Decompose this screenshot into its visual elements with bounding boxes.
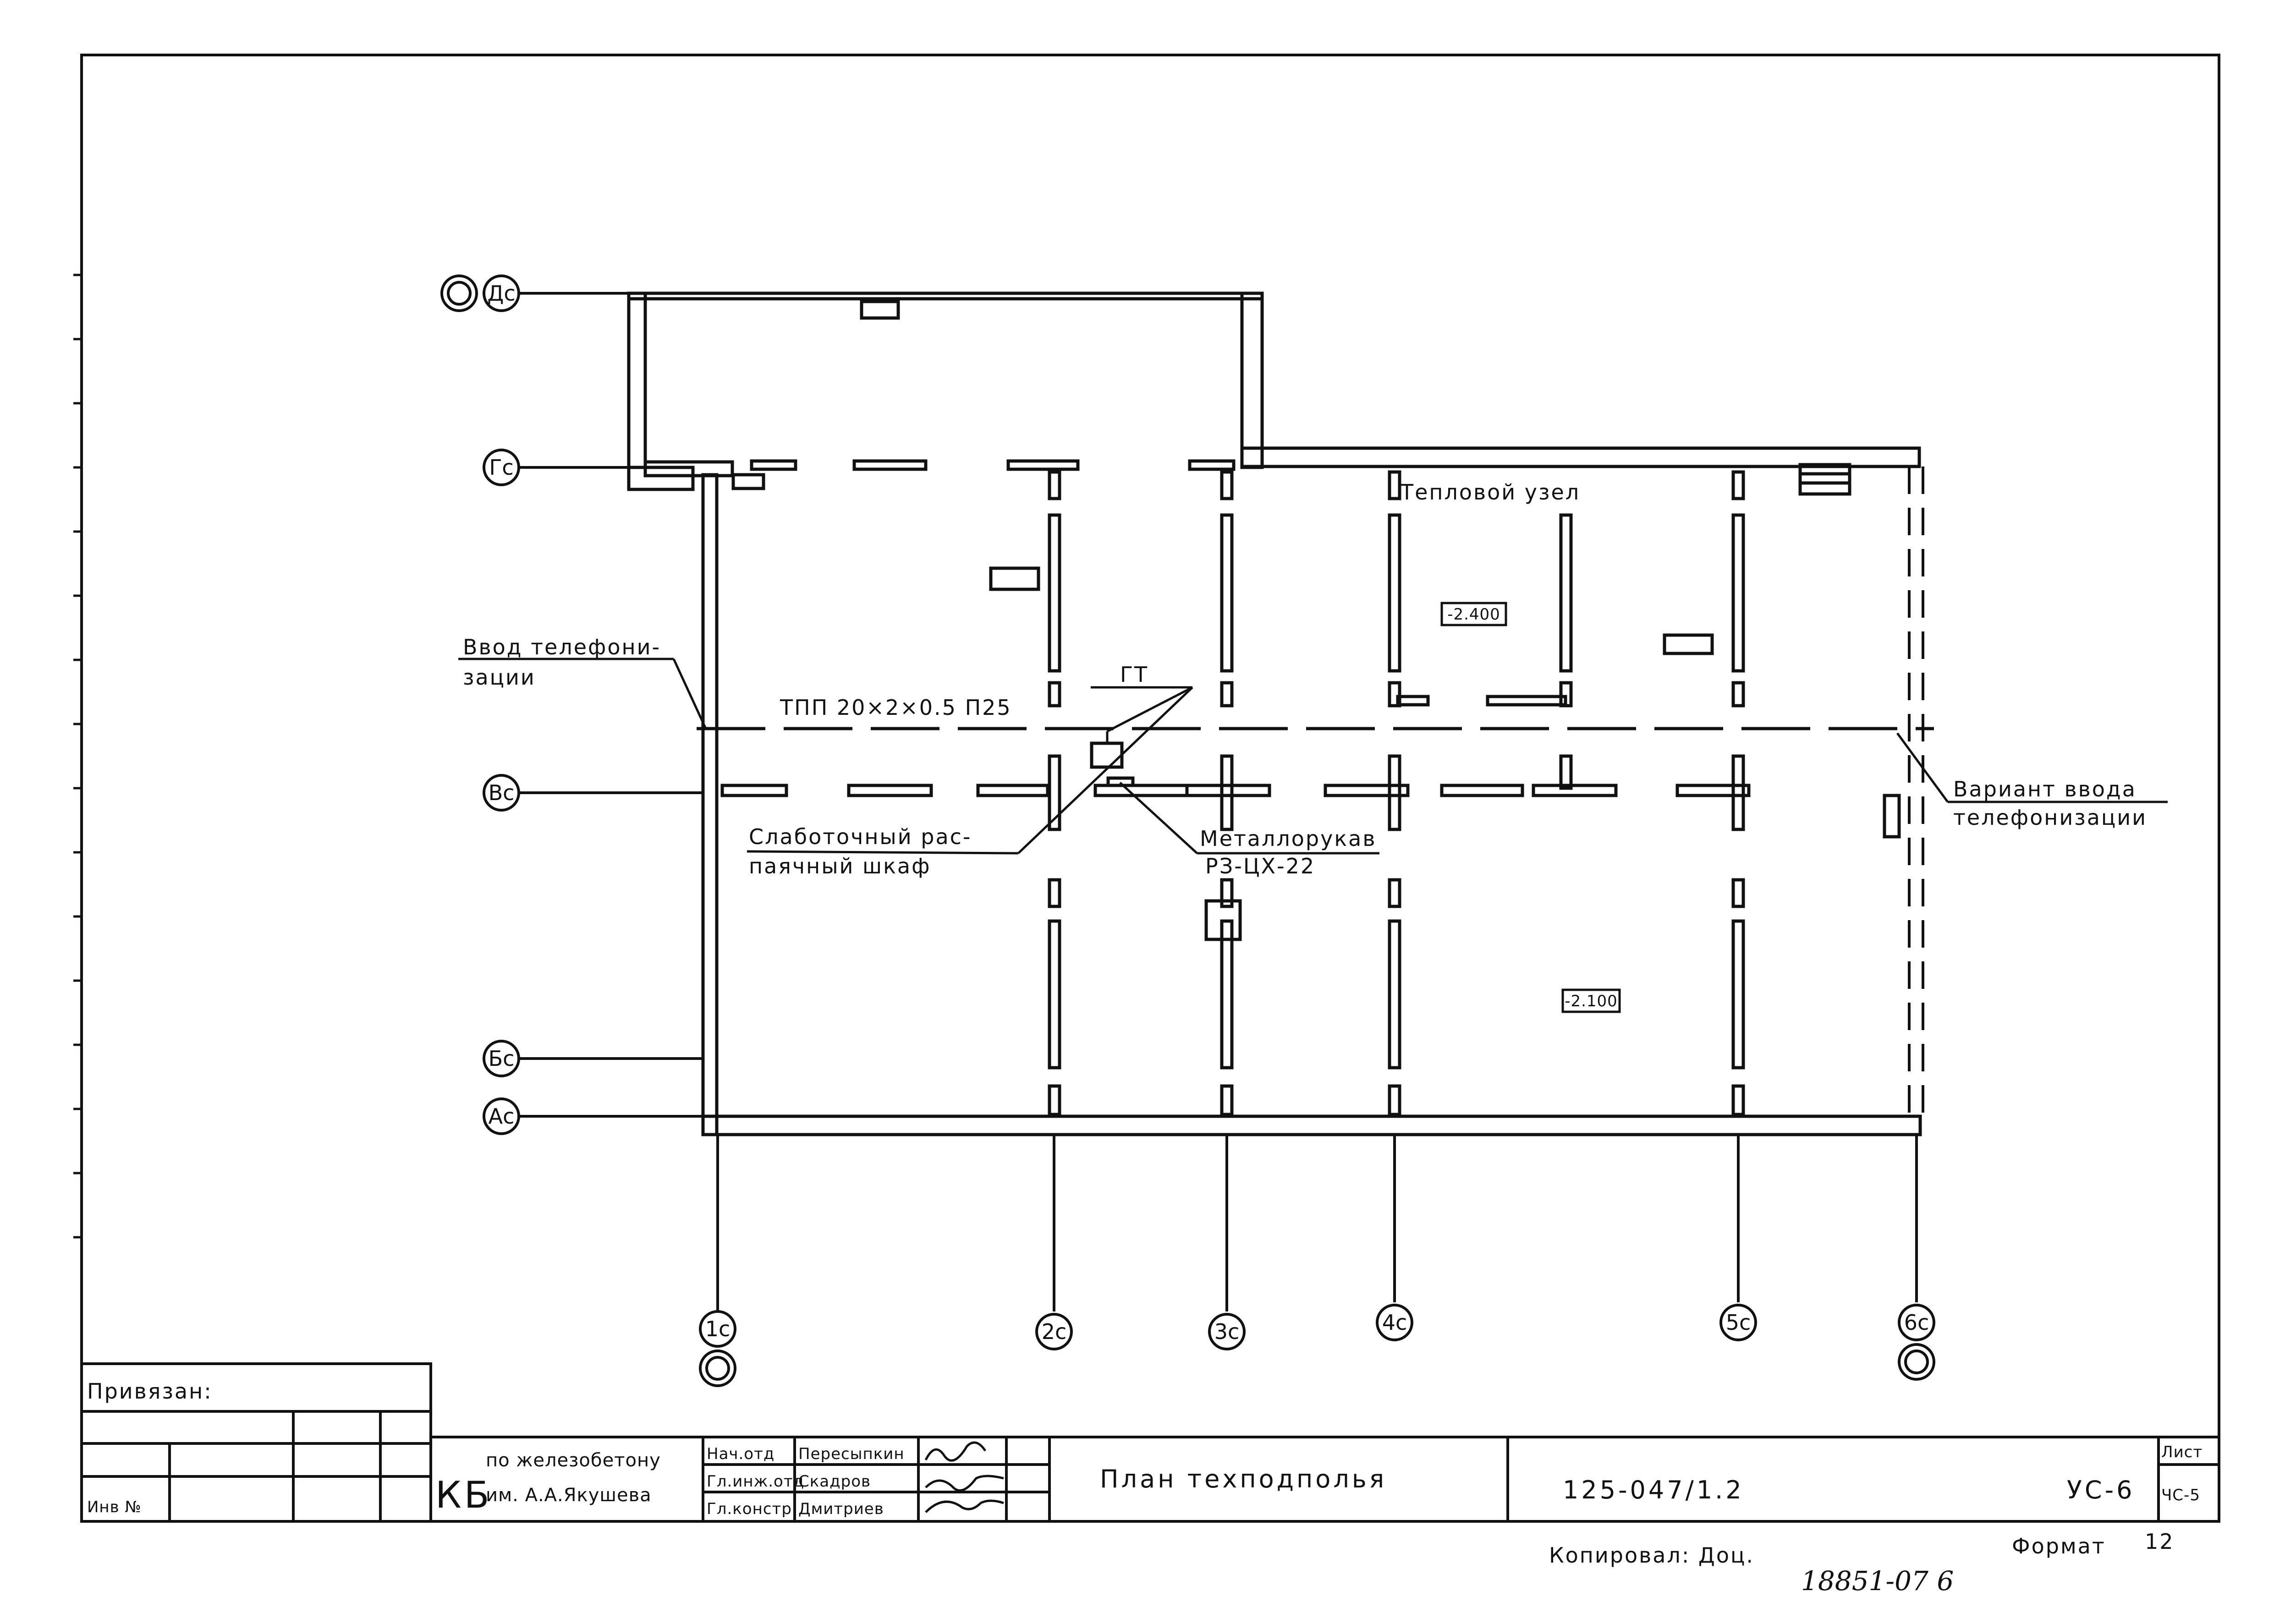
wall-upper-wing-right xyxy=(1240,291,1264,469)
attached-label: Привязан: xyxy=(87,1379,213,1404)
opening-left xyxy=(731,473,765,490)
cabinet-symbol xyxy=(1090,741,1124,769)
wall-short-left xyxy=(627,466,695,491)
sheet-title: План техподполья xyxy=(1100,1465,1387,1493)
name: Дмитриев xyxy=(798,1500,884,1518)
note-phone-entry: Ввод телефони- xyxy=(463,635,661,659)
opening-upper xyxy=(860,300,900,320)
axis-label-row: Дс xyxy=(487,281,515,306)
wall-upper-wing-left xyxy=(627,291,647,469)
level-box-lower xyxy=(1561,988,1621,1013)
format-value: 12 xyxy=(2145,1529,2175,1554)
sheet-number: ЧС-5 xyxy=(2161,1486,2200,1504)
wall-left xyxy=(701,473,719,1136)
note-cabinet: паячный шкаф xyxy=(749,854,931,878)
signatures xyxy=(924,1441,1004,1513)
level-lower: -2.100 xyxy=(1565,992,1618,1010)
archive-number: 18851-07 6 xyxy=(1801,1565,1954,1597)
leaders xyxy=(458,658,2168,855)
format-label: Формат xyxy=(2012,1534,2106,1558)
wall-upper-wing-top xyxy=(627,291,1264,301)
binding-margin-ticks xyxy=(73,274,82,1239)
note-cabinet: Слаботочный рас- xyxy=(749,824,972,849)
axis-labels: Дс Гс Вс Бс Ас 1с 2с 3с 4с 5с 6с xyxy=(487,281,1929,1344)
axis-label-col: 2с xyxy=(1042,1319,1067,1344)
inv-label: Инв № xyxy=(87,1498,142,1516)
axis-label-row: Гс xyxy=(489,455,513,480)
title-block xyxy=(80,1362,2220,1523)
row-axes xyxy=(440,274,703,1135)
axis-label-col: 5с xyxy=(1726,1310,1751,1335)
level-box-upper xyxy=(1440,602,1507,626)
col-axes xyxy=(699,1135,1935,1387)
sheet-code: УС-6 xyxy=(2067,1476,2135,1504)
name: Скадров xyxy=(798,1472,871,1491)
axis-label-col: 1с xyxy=(705,1317,731,1341)
org-line2: им. А.А.Якушева xyxy=(486,1485,652,1506)
level-upper: -2.400 xyxy=(1447,605,1500,624)
heat-node-fixture xyxy=(1798,463,1851,496)
note-alt-entry: телефонизации xyxy=(1953,805,2147,830)
axis-label-col: 6с xyxy=(1904,1310,1929,1335)
wall-bottom xyxy=(701,1114,1922,1136)
note-sleeve: Металлорукав xyxy=(1200,826,1376,851)
note-gt: ГТ xyxy=(1120,662,1148,687)
axis-label-col: 4с xyxy=(1382,1310,1407,1335)
axis-label-col: 3с xyxy=(1214,1319,1240,1344)
project-code: 125-047/1.2 xyxy=(1563,1476,1744,1504)
sheet-frame xyxy=(80,54,2220,1523)
org-line1: по железобетону xyxy=(486,1450,661,1471)
axis-label-row: Ас xyxy=(489,1104,515,1129)
axis-label-row: Бс xyxy=(489,1046,515,1071)
note-cable: ТПП 20×2×0.5 П25 xyxy=(780,695,1012,720)
room-label-heat-node: Тепловой узел xyxy=(1400,480,1580,505)
note-alt-entry: Вариант ввода xyxy=(1953,777,2137,801)
role: Гл.констр xyxy=(707,1500,792,1518)
note-sleeve: РЗ-ЦХ-22 xyxy=(1205,854,1315,878)
org-logo: КБ xyxy=(435,1474,492,1516)
plan xyxy=(627,291,1924,1136)
copied-by: Копировал: Доц. xyxy=(1549,1543,1754,1568)
role: Нач.отд xyxy=(707,1445,774,1463)
sheet-label: Лист xyxy=(2161,1443,2203,1461)
axis-label-row: Вс xyxy=(489,780,515,805)
role: Гл.инж.отд xyxy=(707,1472,804,1491)
name: Пересыпкин xyxy=(798,1445,905,1463)
wall-axis-g-right xyxy=(1240,446,1921,468)
note-phone-entry: зации xyxy=(463,665,536,690)
